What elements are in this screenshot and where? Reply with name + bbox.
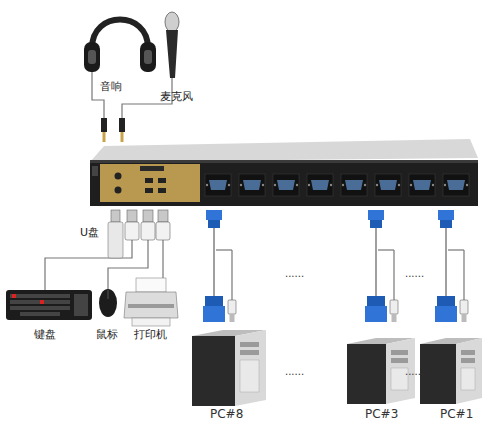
- usb-drive-label: U盘: [80, 226, 99, 239]
- usb-drive: [108, 210, 123, 258]
- kvm-cable: [435, 210, 468, 322]
- pc-label: PC#3: [365, 408, 398, 421]
- vga-port: [443, 174, 469, 196]
- mouse-label: 鼠标: [96, 328, 118, 341]
- printer-label: 打印机: [134, 328, 167, 341]
- vga-port: [341, 174, 367, 196]
- ellipsis: ......: [405, 365, 424, 378]
- mic-label: 麦克风: [160, 90, 193, 103]
- keyboard-label: 键盘: [34, 328, 56, 341]
- pc-label: PC#1: [440, 408, 473, 421]
- pc-tower: [347, 338, 415, 404]
- pc-label: PC#8: [210, 408, 243, 421]
- vga-ports: [205, 174, 469, 196]
- kvm-cable: [203, 210, 236, 322]
- vga-port: [375, 174, 401, 196]
- mouse: [99, 289, 117, 317]
- pc-tower: [420, 338, 482, 404]
- ellipsis: ......: [285, 365, 304, 378]
- vga-port: [239, 174, 265, 196]
- audio-plugs: [101, 118, 125, 142]
- kvm-cable: [365, 210, 398, 322]
- kvm-switch: [90, 139, 478, 206]
- vga-port: [205, 174, 231, 196]
- pc-group: [192, 210, 482, 406]
- usb-plugs: [125, 210, 170, 240]
- speaker-label: 音响: [100, 80, 122, 93]
- printer: [124, 278, 178, 326]
- vga-port: [409, 174, 435, 196]
- headphones: [84, 20, 156, 73]
- vga-port: [307, 174, 333, 196]
- vga-port: [273, 174, 299, 196]
- keyboard: [6, 290, 92, 320]
- microphone: [165, 12, 179, 78]
- ellipsis: ......: [285, 267, 304, 280]
- ellipsis: ......: [405, 267, 424, 280]
- pc-tower: [192, 330, 266, 406]
